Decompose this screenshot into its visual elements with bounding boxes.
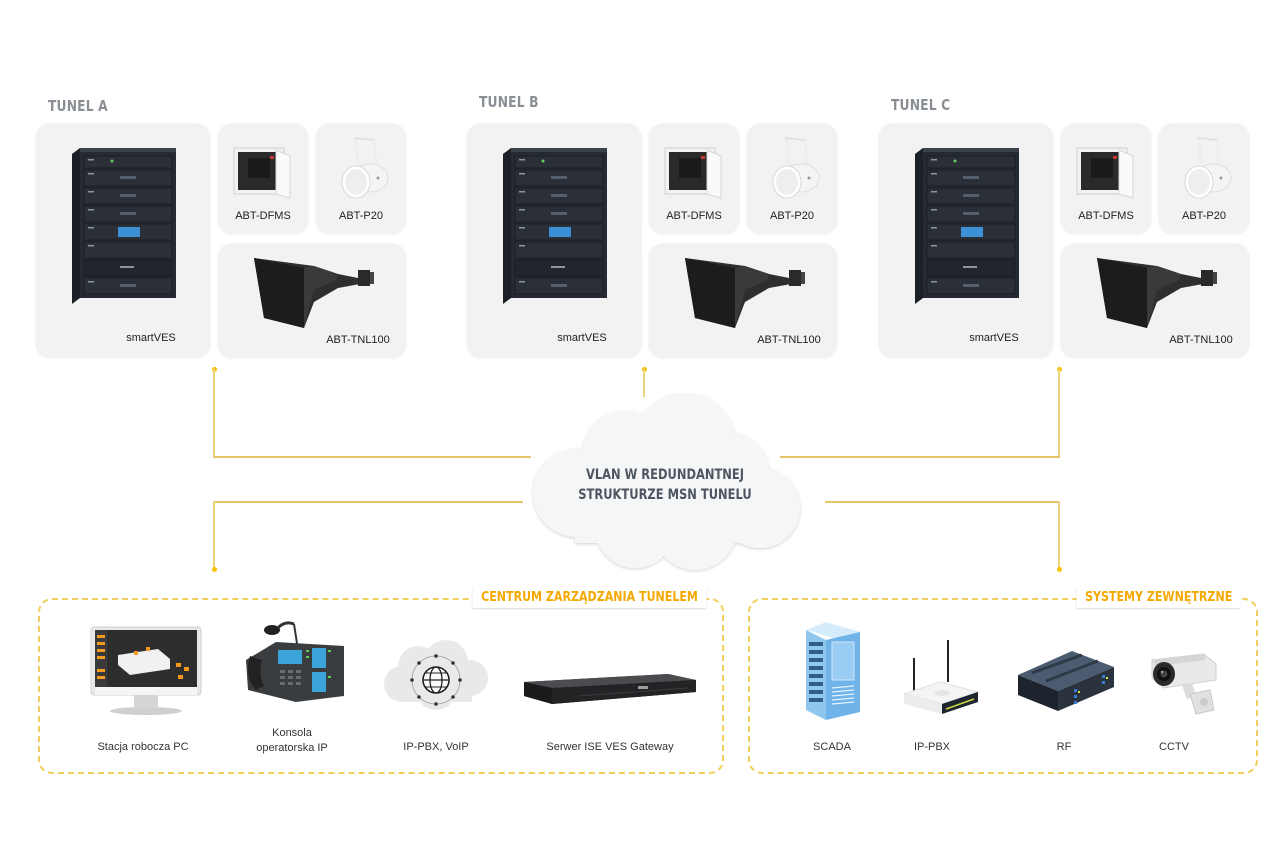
- device-label-ip-console-line1: Konsola: [272, 727, 312, 739]
- device-label-gateway: Serwer ISE VES Gateway: [546, 741, 674, 753]
- connector-mgmt-horizontal: [213, 501, 523, 503]
- abt-tnl100-card[interactable]: ABT-TNL100: [649, 244, 837, 358]
- abt-dfms-label: ABT-DFMS: [666, 210, 722, 222]
- smartves-card[interactable]: smartVES: [36, 124, 210, 358]
- tunnel-title: TUNEL B: [479, 93, 539, 111]
- management-center-group: [38, 598, 724, 774]
- abt-dfms-card[interactable]: ABT-DFMS: [649, 124, 739, 234]
- voip-cloud-icon: [380, 640, 492, 712]
- abt-p20-card[interactable]: ABT-P20: [1159, 124, 1249, 234]
- device-label-rf: RF: [1056, 741, 1072, 753]
- rf-unit-icon: [1012, 645, 1116, 717]
- abt-tnl100-card[interactable]: ABT-TNL100: [1061, 244, 1249, 358]
- device-label-cctv: CCTV: [1159, 741, 1189, 753]
- abt-p20-card[interactable]: ABT-P20: [747, 124, 837, 234]
- abt-tnl100-label: ABT-TNL100: [1169, 334, 1233, 346]
- connector-mgmt-vertical: [213, 501, 215, 569]
- cloud-icon: [533, 393, 800, 570]
- abt-p20-label: ABT-P20: [769, 210, 815, 222]
- device-label-voip: IP-PBX, VoIP: [403, 741, 469, 753]
- vlan-cloud-line1: VLAN W REDUNDANTNEJ: [585, 467, 745, 483]
- abt-dfms-label: ABT-DFMS: [1078, 210, 1134, 222]
- vlan-cloud-label: VLAN W REDUNDANTNEJ STRUKTURZE MSN TUNEL…: [542, 465, 788, 505]
- abt-p20-label: ABT-P20: [338, 210, 384, 222]
- rack-server-icon: [518, 668, 700, 718]
- abt-tnl100-card[interactable]: ABT-TNL100: [218, 244, 406, 358]
- p20-speaker-icon: [1179, 134, 1235, 206]
- smartves-rack-icon: [911, 148, 1021, 308]
- connector-dot-mgmt: [212, 567, 217, 572]
- smartves-label: smartVES: [969, 332, 1019, 344]
- dfms-cabinet-icon: [1073, 142, 1139, 202]
- abt-dfms-card[interactable]: ABT-DFMS: [1061, 124, 1151, 234]
- connector-b-vertical: [643, 369, 645, 397]
- connector-ext-horizontal: [825, 501, 1060, 503]
- smartves-label: smartVES: [557, 332, 607, 344]
- connector-a-horizontal: [213, 456, 531, 458]
- abt-tnl100-label: ABT-TNL100: [757, 334, 821, 346]
- device-label-workstation: Stacja robocza PC: [97, 741, 189, 753]
- dfms-cabinet-icon: [230, 142, 296, 202]
- management-center-title: CENTRUM ZARZĄDZANIA TUNELEM: [472, 587, 707, 608]
- ip-phone-console-icon: [236, 620, 348, 705]
- device-label-ip-console: Konsola operatorska IP: [212, 726, 372, 756]
- abt-p20-card[interactable]: ABT-P20: [316, 124, 406, 234]
- smartves-card[interactable]: smartVES: [879, 124, 1053, 358]
- device-label-scada: SCADA: [813, 741, 851, 753]
- tnl100-horn-speaker-icon: [1091, 254, 1221, 330]
- device-label-ip-console-line2: operatorska IP: [256, 742, 328, 754]
- abt-p20-label: ABT-P20: [1181, 210, 1227, 222]
- smartves-rack-icon: [499, 148, 609, 308]
- vlan-cloud: VLAN W REDUNDANTNEJ STRUKTURZE MSN TUNEL…: [515, 393, 815, 573]
- connector-c-vertical: [1058, 369, 1060, 457]
- connector-dot-ext: [1057, 567, 1062, 572]
- dfms-cabinet-icon: [661, 142, 727, 202]
- tnl100-horn-speaker-icon: [248, 254, 378, 330]
- external-systems-group: [748, 598, 1258, 774]
- connector-ext-vertical: [1058, 501, 1060, 569]
- router-icon: [902, 638, 982, 722]
- smartves-label: smartVES: [126, 332, 176, 344]
- abt-tnl100-label: ABT-TNL100: [326, 334, 390, 346]
- external-systems-title: SYSTEMY ZEWNĘTRZNE: [1076, 587, 1241, 608]
- connector-a-vertical: [213, 369, 215, 457]
- abt-dfms-label: ABT-DFMS: [235, 210, 291, 222]
- vlan-cloud-line2: STRUKTURZE MSN TUNELU: [578, 487, 752, 503]
- abt-dfms-card[interactable]: ABT-DFMS: [218, 124, 308, 234]
- p20-speaker-icon: [767, 134, 823, 206]
- workstation-icon: [88, 625, 204, 720]
- smartves-card[interactable]: smartVES: [467, 124, 641, 358]
- tnl100-horn-speaker-icon: [679, 254, 809, 330]
- tunnel-title: TUNEL C: [891, 96, 951, 114]
- connector-c-horizontal: [780, 456, 1060, 458]
- smartves-rack-icon: [68, 148, 178, 308]
- cctv-camera-icon: [1144, 650, 1220, 716]
- tunnel-title: TUNEL A: [48, 97, 108, 115]
- p20-speaker-icon: [336, 134, 392, 206]
- device-label-ippbx: IP-PBX: [913, 741, 951, 753]
- server-tower-icon: [802, 618, 864, 724]
